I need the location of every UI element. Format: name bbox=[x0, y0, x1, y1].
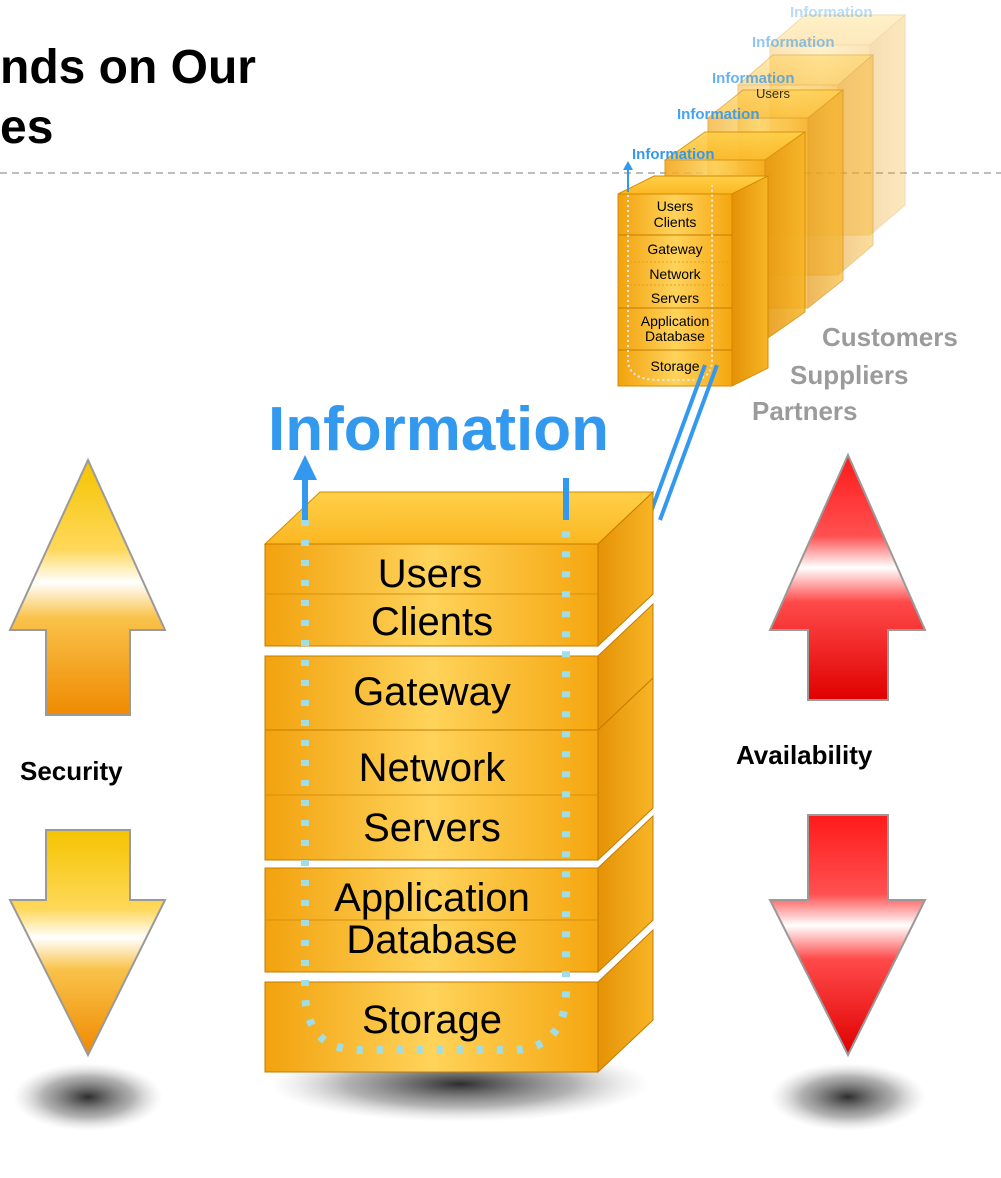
information-up-arrow-head bbox=[293, 455, 317, 480]
layer-storage: Storage bbox=[361, 998, 503, 1042]
small-layer-database: Database bbox=[645, 328, 705, 344]
ghost-users-label: Users bbox=[756, 86, 790, 101]
group-partners: Partners bbox=[752, 396, 858, 426]
security-arrow-up bbox=[8, 457, 167, 716]
security-arrow-down bbox=[8, 829, 167, 1058]
slide-title-line-1: nds on Our bbox=[0, 41, 256, 94]
small-layer-network: Network bbox=[649, 266, 701, 282]
security-shadow bbox=[13, 1063, 163, 1131]
layer-users: Users bbox=[377, 552, 483, 596]
small-layer-gateway: Gateway bbox=[647, 241, 703, 257]
block-application-database bbox=[264, 814, 654, 974]
link-line-2 bbox=[658, 364, 719, 521]
layer-application: Application bbox=[334, 876, 530, 920]
block-users-clients bbox=[264, 490, 654, 648]
small-layer-storage: Storage bbox=[650, 358, 700, 374]
availability-label: Availability bbox=[736, 740, 873, 770]
layer-gateway: Gateway bbox=[353, 670, 511, 714]
layer-database: Database bbox=[346, 918, 518, 962]
link-line-1 bbox=[646, 364, 707, 521]
small-layer-application: Application bbox=[640, 313, 710, 329]
slide-title-line-2: es bbox=[0, 101, 54, 154]
ghost-header-4: Information bbox=[790, 4, 873, 21]
ghost-header-1: Information bbox=[677, 106, 760, 123]
small-layer-users: Users bbox=[656, 198, 694, 214]
main-stack bbox=[263, 490, 655, 1074]
layer-clients: Clients bbox=[370, 600, 494, 644]
security-label: Security bbox=[20, 756, 123, 786]
small-stack bbox=[617, 161, 769, 387]
ghost-header-3: Information bbox=[752, 34, 835, 51]
availability-arrow-up bbox=[768, 452, 927, 701]
block-storage bbox=[264, 928, 654, 1074]
small-stack-header: Information bbox=[632, 146, 715, 163]
small-layer-clients: Clients bbox=[653, 214, 697, 230]
availability-shadow bbox=[770, 1063, 926, 1131]
information-header: Information bbox=[268, 395, 609, 464]
information-flow-path bbox=[301, 520, 570, 1054]
small-layer-servers: Servers bbox=[650, 290, 700, 306]
layer-network: Network bbox=[358, 746, 506, 790]
availability-arrow-down bbox=[768, 814, 927, 1058]
block-network-servers bbox=[264, 676, 654, 862]
ghost-header-2: Information bbox=[712, 70, 795, 87]
group-customers: Customers bbox=[822, 322, 958, 352]
layer-servers: Servers bbox=[363, 806, 501, 850]
group-suppliers: Suppliers bbox=[790, 360, 909, 390]
